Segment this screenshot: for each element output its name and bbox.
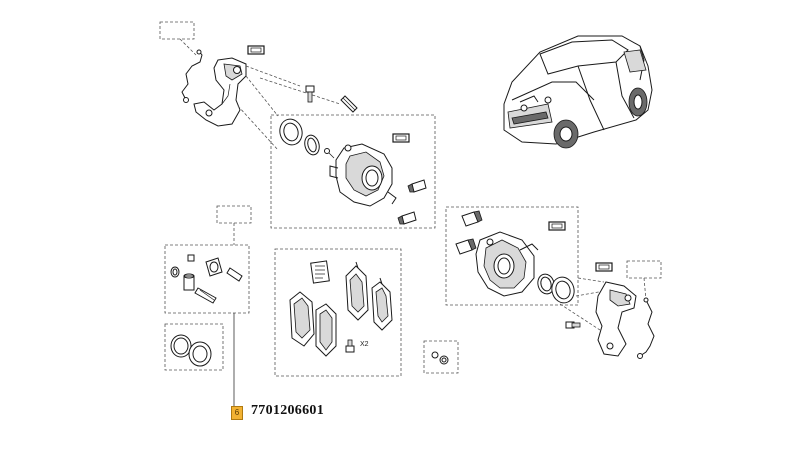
assembly-guide-lines-right xyxy=(559,277,611,331)
piston-seal-kit-box xyxy=(164,323,224,371)
piston-seal-ring-center xyxy=(279,118,320,156)
guide-pin-kit-parts xyxy=(170,254,243,304)
sensor-reference-box-right xyxy=(626,260,662,301)
callout-index-badge[interactable]: 6 xyxy=(231,406,243,420)
guide-bolt-top xyxy=(305,85,315,103)
vehicle-illustration xyxy=(503,35,653,149)
label-box-kit-upper xyxy=(216,205,252,245)
wear-sensor-wire-right xyxy=(637,297,655,359)
caliper-bracket-right xyxy=(595,281,637,357)
wear-sensor-wire-left xyxy=(181,49,203,103)
label-box-bracket-right xyxy=(595,262,613,272)
guide-bolt-right xyxy=(565,321,581,329)
bleed-screw-center xyxy=(324,148,335,159)
piston-seal-ring-right xyxy=(537,273,575,304)
hardware-box-bottom xyxy=(423,340,459,374)
pad-bolt-x2 xyxy=(345,339,355,353)
label-box-caliper-right xyxy=(548,221,566,231)
assembly-guide-lines-left xyxy=(237,65,341,151)
label-box-bracket-left xyxy=(247,45,265,55)
label-box-caliper-center xyxy=(392,133,410,143)
slide-pins-right xyxy=(455,210,483,255)
guide-pin-kit-box xyxy=(164,244,250,314)
brake-pad-set xyxy=(289,260,393,357)
caliper-assembly-box-center xyxy=(270,114,436,229)
part-number-label[interactable]: 7701206601 xyxy=(251,403,324,418)
guide-pin-top xyxy=(340,95,358,113)
caliper-body-right xyxy=(475,231,539,297)
sensor-reference-box-left xyxy=(159,21,197,56)
slide-pins-center xyxy=(397,179,427,225)
quantity-annotation: X2 xyxy=(360,341,369,348)
caliper-bracket-left xyxy=(193,57,247,127)
caliper-body-center xyxy=(329,143,397,207)
brake-pad-set-box xyxy=(274,248,402,377)
caliper-assembly-box-right xyxy=(445,206,579,306)
